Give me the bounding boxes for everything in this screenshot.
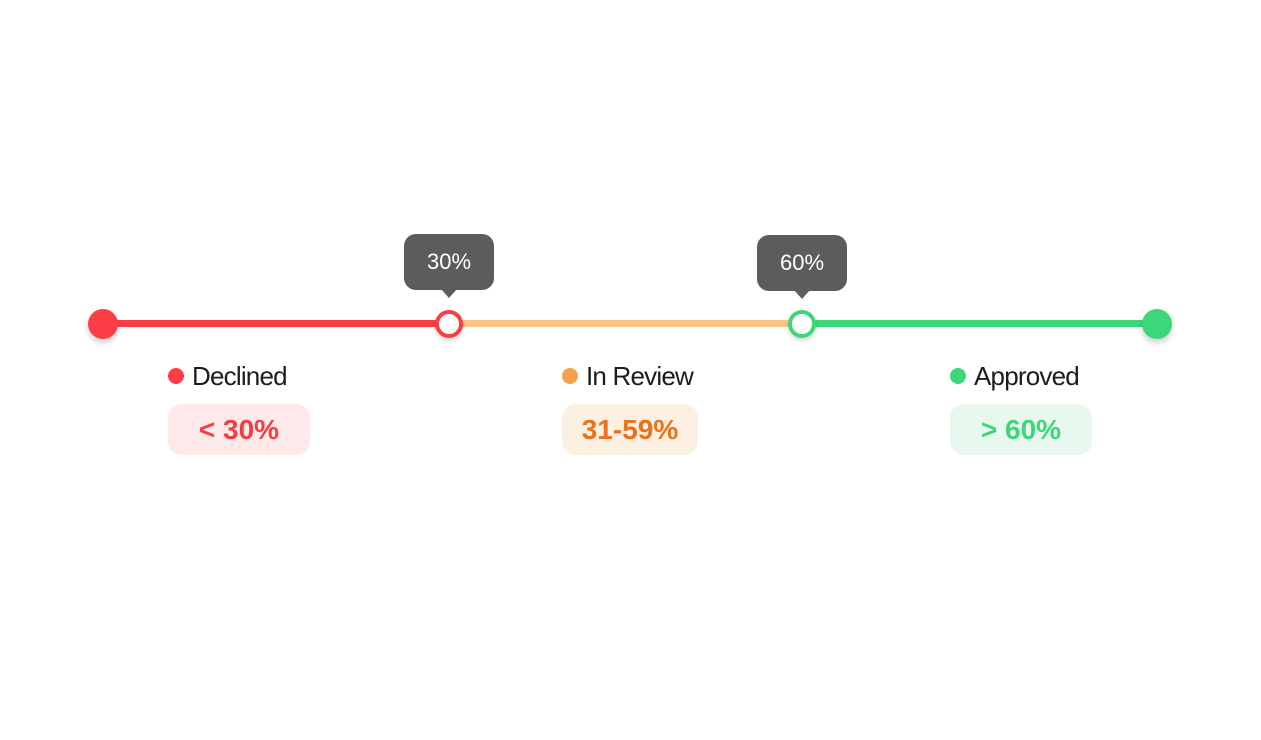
- declined-range-badge: < 30%: [168, 404, 310, 455]
- threshold-tooltip-60: 60%: [757, 235, 847, 299]
- approved-range-badge: > 60%: [950, 404, 1092, 455]
- threshold-handle-30[interactable]: [435, 310, 463, 338]
- threshold-tooltip-30: 30%: [404, 234, 494, 298]
- slider-end-knob: [1142, 309, 1172, 339]
- approved-track-segment: [802, 320, 1157, 327]
- threshold-handle-60[interactable]: [788, 310, 816, 338]
- legend-declined: Declined: [168, 358, 288, 394]
- declined-track-segment: [103, 320, 449, 327]
- range-text: > 60%: [980, 413, 1062, 445]
- slider-start-knob: [88, 309, 118, 339]
- in-review-dot-icon: [562, 368, 578, 384]
- tooltip-value: 30%: [426, 249, 472, 274]
- declined-dot-icon: [168, 368, 184, 384]
- range-text: < 30%: [198, 413, 280, 445]
- legend-label: Approved: [974, 360, 1080, 391]
- legend-in-review: In Review: [562, 358, 694, 394]
- legend-label: Declined: [192, 360, 288, 391]
- approved-dot-icon: [950, 368, 966, 384]
- tooltip-value: 60%: [779, 250, 825, 275]
- legend-label: In Review: [586, 360, 694, 391]
- in-review-track-segment: [449, 320, 802, 327]
- legend-approved: Approved: [950, 358, 1080, 394]
- range-text: 31-59%: [581, 413, 679, 445]
- in-review-range-badge: 31-59%: [562, 404, 698, 455]
